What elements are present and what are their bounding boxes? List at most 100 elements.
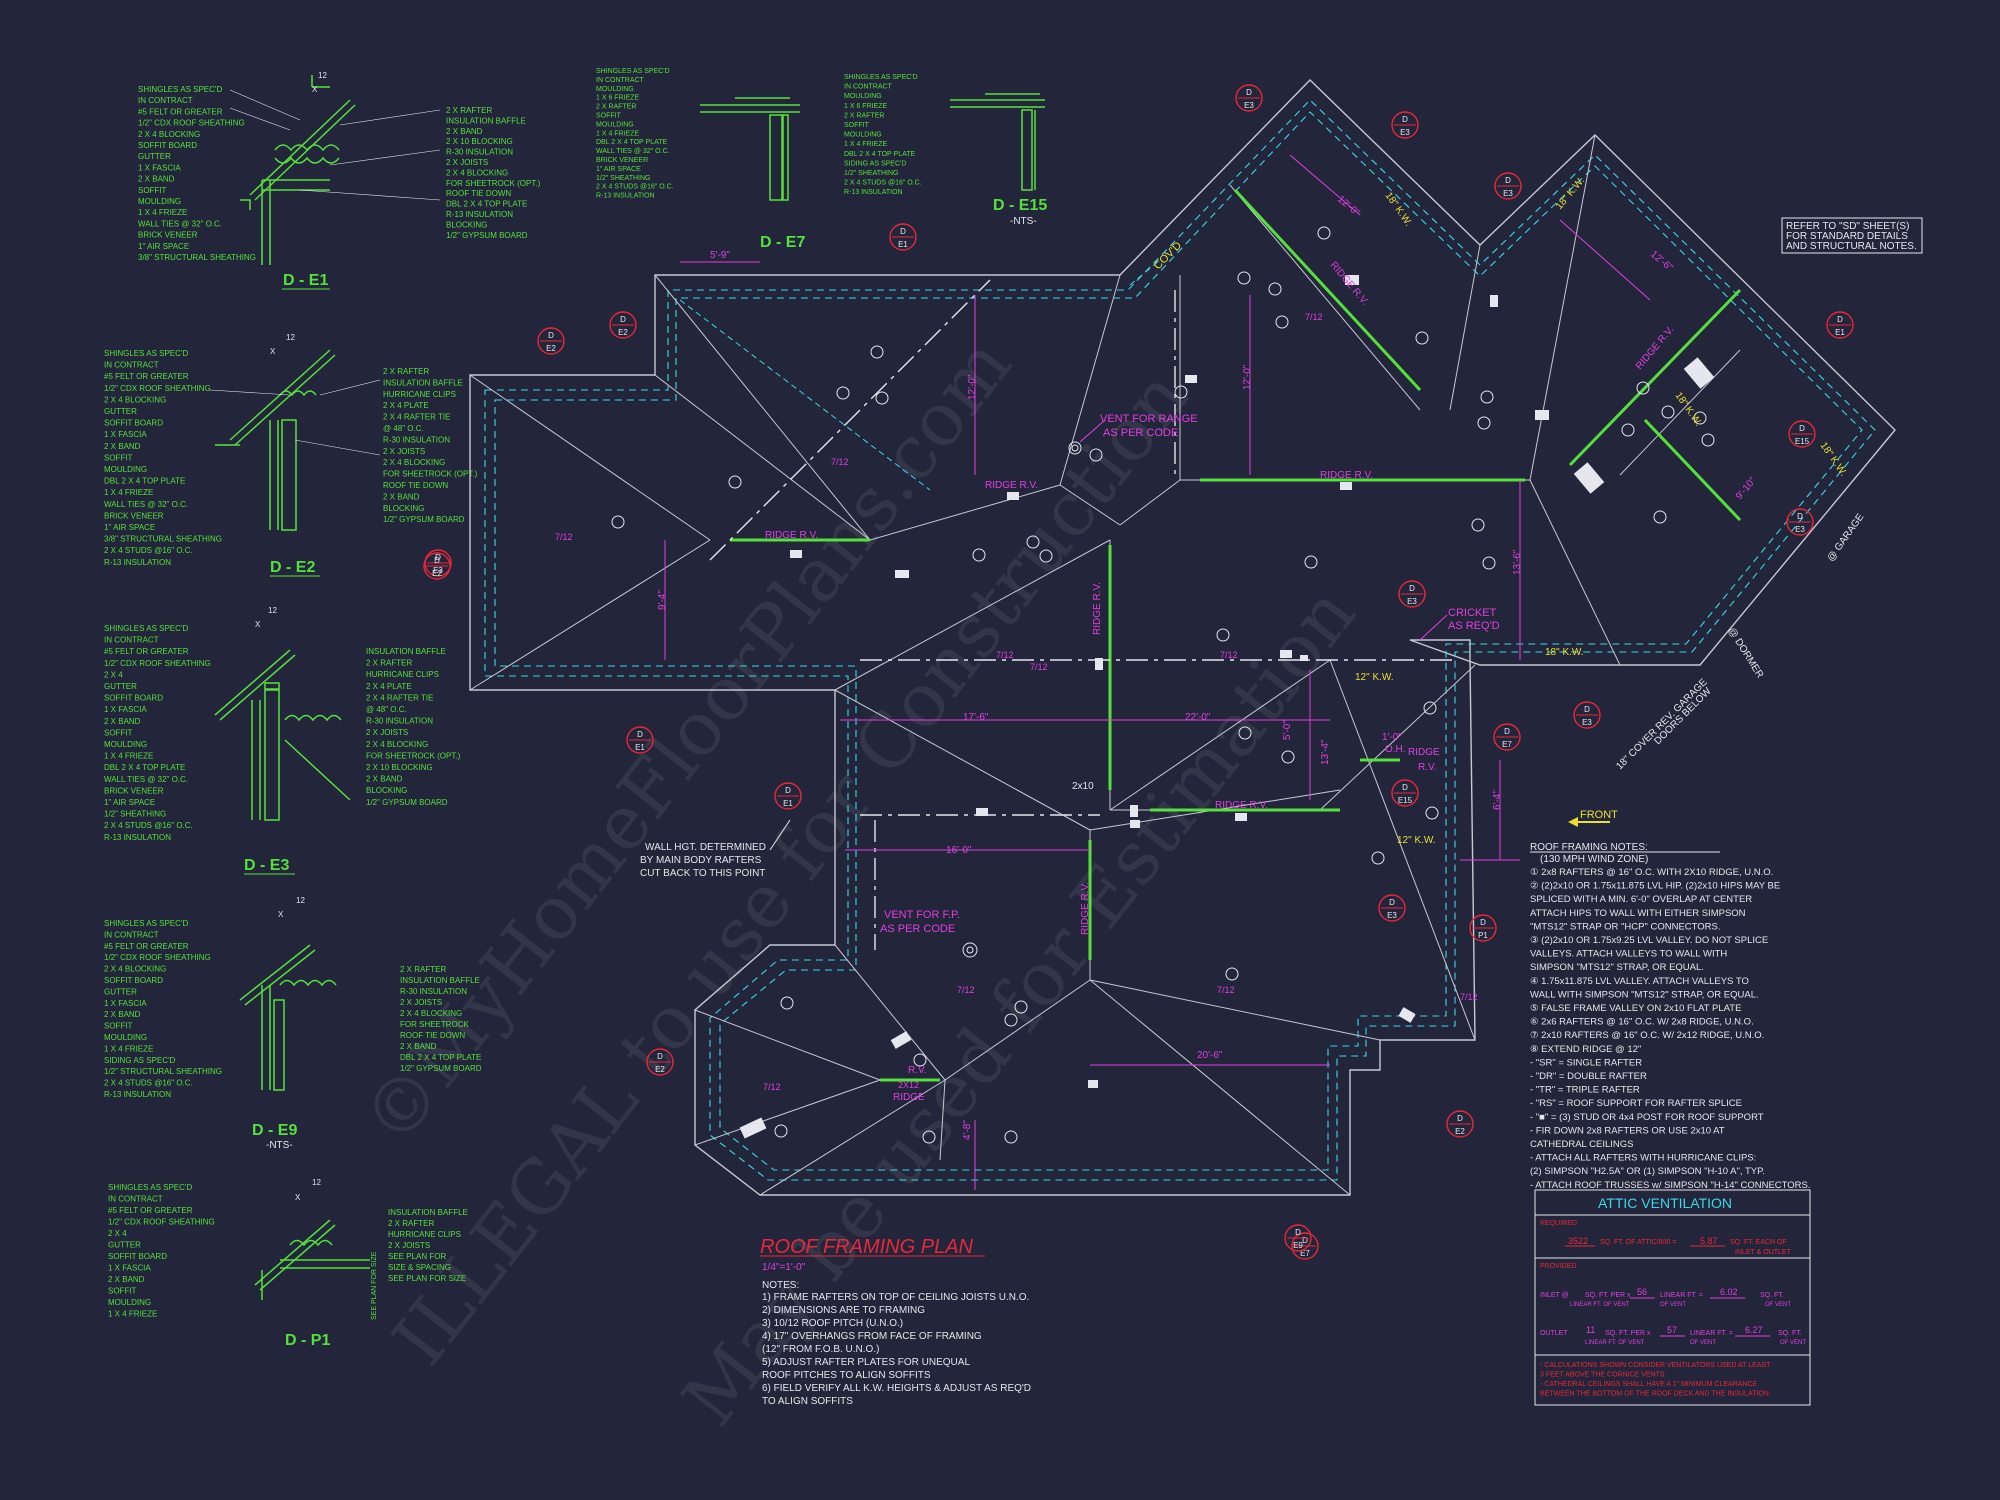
- inlet-value1: 56: [1637, 1287, 1647, 1297]
- outlet-sub3: OF VENT: [1780, 1340, 1806, 1346]
- framing-note-reference-circle: [913, 1053, 927, 1067]
- dimension-label: 13'-4": [1320, 739, 1331, 765]
- detail-label: #5 FELT OR GREATER: [104, 942, 189, 951]
- detail-label: 2 X 4 BLOCKING: [383, 458, 445, 467]
- framing-note-line: ⑦ 2x10 RAFTERS @ 16" O.C. W/ 2x12 RIDGE,…: [1530, 1030, 1764, 1041]
- detail-d-e1: 12 X SHINGLES AS SPEC'DIN CONTRACT#5 FEL…: [138, 71, 541, 290]
- framing-note-reference-circle: [1701, 433, 1715, 447]
- pitch-label: 7/12: [1030, 662, 1048, 672]
- required-label: REQUIRED: [1540, 1220, 1577, 1227]
- detail-label: DBL 2 X 4 TOP PLATE: [104, 477, 185, 486]
- p1-side-label: SEE PLAN FOR SIZE: [371, 1251, 378, 1320]
- framing-note-reference-circle: [1238, 726, 1252, 740]
- detail-label: 2 X 4 BLOCKING: [104, 395, 166, 404]
- detail-label: HURRICANE CLIPS: [388, 1230, 461, 1239]
- detail-label: MOULDING: [104, 740, 147, 749]
- detail-label: R-13 INSULATION: [596, 193, 655, 200]
- post-markers: [739, 275, 1715, 1139]
- detail-label: 2 X RAFTER: [400, 965, 446, 974]
- cricket-line2: AS REQ'D: [1448, 620, 1500, 632]
- pitch-label: 7/12: [1460, 992, 1478, 1002]
- notes-heading: NOTES:: [762, 1280, 799, 1291]
- detail-label: GUTTER: [108, 1241, 141, 1250]
- callout-vent-fp: VENT FOR F.P. AS PER CODE: [880, 909, 978, 958]
- required-text2: SQ. FT. EACH OF: [1730, 1239, 1787, 1246]
- framing-note-reference-circle: [1371, 851, 1385, 865]
- rv-2x12-line3: RIDGE: [893, 1092, 925, 1103]
- dimension-label: 9'-4": [657, 590, 668, 610]
- framing-note-line: ② (2)2x10 OR 1.75x11.875 LVL HIP. (2)2x1…: [1530, 881, 1780, 892]
- detail-label: 2 X BAND: [104, 442, 141, 451]
- plan-scale: 1/4"=1'-0": [762, 1262, 806, 1273]
- plan-note-line: ROOF PITCHES TO ALIGN SOFFITS: [762, 1370, 931, 1381]
- detail-label: 2 X 4 STUDS @16" O.C.: [104, 821, 193, 830]
- svg-text:X: X: [255, 620, 261, 629]
- refer-box: REFER TO "SD" SHEET(S) FOR STANDARD DETA…: [1781, 217, 1923, 254]
- outlet-sub2: OF VENT: [1690, 1340, 1716, 1346]
- framing-note-line: CATHEDRAL CEILINGS: [1530, 1139, 1633, 1150]
- detail-label: 2 X JOISTS: [446, 158, 488, 167]
- section-bubble-top: D: [1246, 88, 1252, 97]
- refer-line2: FOR STANDARD DETAILS: [1786, 231, 1908, 242]
- framing-note-reference-circle: [774, 1124, 788, 1138]
- detail-label: INSULATION BAFFLE: [388, 1208, 468, 1217]
- detail-label: 1 X FASCIA: [138, 163, 181, 172]
- detail-label: SOFFIT: [104, 453, 133, 462]
- detail-e3-left-labels: SHINGLES AS SPEC'DIN CONTRACT#5 FELT OR …: [104, 624, 211, 842]
- watermark: ©MyHomeFloorPlans.com ILLEGAL to use for…: [346, 322, 1372, 1441]
- detail-label: IN CONTRACT: [596, 77, 645, 84]
- detail-label: R-30 INSULATION: [400, 987, 467, 996]
- section-bubble-top: D: [1504, 727, 1510, 736]
- detail-label: 1/2" SHEATHING: [844, 170, 898, 177]
- detail-label: FOR SHEETROCK: [400, 1020, 470, 1029]
- detail-label: ROOF TIE DOWN: [383, 481, 448, 490]
- detail-label: 2 X RAFTER: [596, 104, 636, 111]
- section-bubbles: DE3DE2DE2DE3DE1DE2DE3DE3DE1DE15DE3DE3DE1…: [423, 84, 1854, 1260]
- detail-label: @ 48" O.C.: [366, 705, 407, 714]
- detail-label: 1" AIR SPACE: [596, 166, 641, 173]
- framing-note-reference-circle: [922, 1130, 936, 1144]
- framing-note-line: ① 2x8 RAFTERS @ 16" O.C. WITH 2X10 RIDGE…: [1530, 867, 1773, 878]
- section-bubble-bottom: E7: [1502, 740, 1512, 749]
- dimension-label: 17'-6": [963, 712, 989, 723]
- oh-line2: O.H.: [1385, 744, 1406, 755]
- section-bubble-bottom: E7: [1300, 1249, 1310, 1258]
- dimension-label: 13'-6": [1512, 549, 1523, 575]
- detail-label: 2 X 4 RAFTER TIE: [383, 413, 450, 422]
- framing-note-reference-circle: [1482, 556, 1496, 570]
- wall-hgt-line2: BY MAIN BODY RAFTERS: [640, 855, 762, 866]
- framing-note-reference-circle: [1423, 701, 1437, 715]
- framing-note-reference-circle: [972, 548, 986, 562]
- section-bubble-circle: [1291, 1232, 1319, 1260]
- required-value2: 5.87: [1700, 1236, 1718, 1246]
- kneewall-label: 12" K.W.: [1397, 835, 1436, 846]
- outlet-label: OUTLET: [1540, 1330, 1568, 1337]
- detail-label: 2 X 4 STUDS @16" O.C.: [104, 546, 193, 555]
- detail-label: 1/2" GYPSUM BOARD: [383, 515, 465, 524]
- ridge-lines: [730, 188, 1742, 1082]
- plan-note-line: 6) FIELD VERIFY ALL K.W. HEIGHTS & ADJUS…: [762, 1383, 1031, 1394]
- framing-note-reference-circle: [780, 996, 794, 1010]
- detail-label: 2 X 10 BLOCKING: [366, 763, 433, 772]
- section-bubble-circle: [1391, 111, 1419, 139]
- twox10-label: 2x10: [1072, 781, 1094, 792]
- framing-note-line: - "SR" = SINGLE RAFTER: [1530, 1057, 1642, 1068]
- detail-label: SHINGLES AS SPEC'D: [138, 85, 222, 94]
- detail-label: GUTTER: [104, 987, 137, 996]
- svg-text:X: X: [278, 910, 284, 919]
- section-bubble-circle: [1378, 894, 1406, 922]
- detail-label: GUTTER: [138, 152, 171, 161]
- framing-note-line: ③ (2)2x10 OR 1.75x9.25 LVL VALLEY. DO NO…: [1530, 935, 1768, 946]
- dimension-label: 20'-6": [1197, 1050, 1223, 1061]
- framing-note-line: SIMPSON "MTS12" STRAP, OR EQUAL.: [1530, 962, 1704, 973]
- detail-d-e2: 12 X SHINGLES AS SPEC'DIN CONTRACT#5 FEL…: [104, 333, 478, 577]
- detail-label: SOFFIT BOARD: [108, 1252, 167, 1261]
- detail-label: R-30 INSULATION: [446, 148, 513, 157]
- section-bubble-bottom: E3: [1795, 525, 1805, 534]
- detail-label: DBL 2 X 4 TOP PLATE: [104, 763, 185, 772]
- section-bubble-circle: [1391, 779, 1419, 807]
- section-bubble-bottom: E1: [1835, 328, 1845, 337]
- detail-label: SOFFIT: [104, 1022, 133, 1031]
